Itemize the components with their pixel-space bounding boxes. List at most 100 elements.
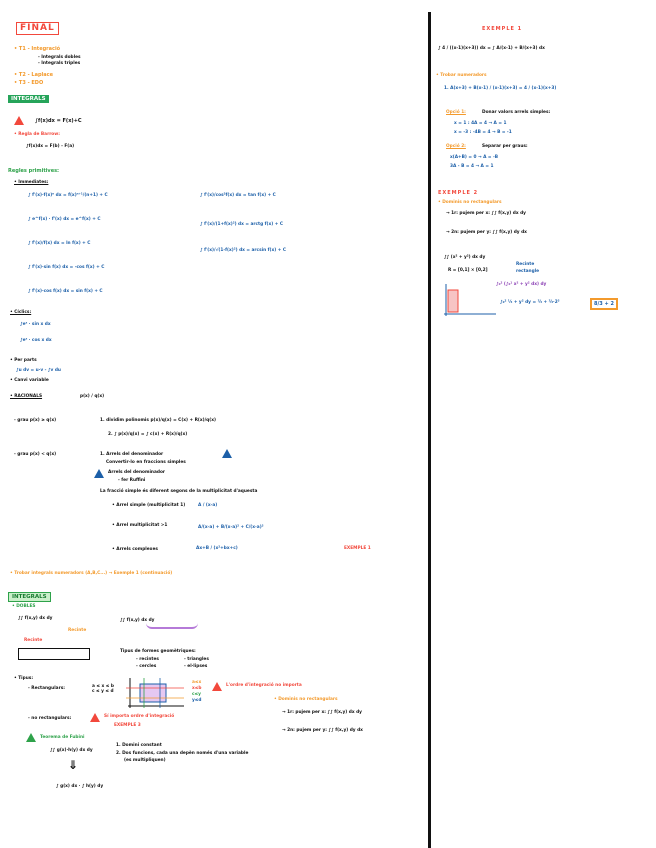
- dobles-formula-2: ∫∫ f(x,y) dx dy: [120, 618, 155, 623]
- warning-green-icon: [26, 733, 36, 742]
- toc-t1: • T1 - Integració: [14, 46, 61, 52]
- warning-icon: [14, 116, 24, 125]
- exemple2-integral: ∫∫ (x² + y²) dx dy: [444, 255, 486, 260]
- opcio1-a: x = 1 : 4A = 4 → A = 1: [454, 121, 507, 126]
- grau-less-step1b: Convertir-lo en fraccions simples: [106, 460, 186, 465]
- exemple2-title: EXEMPLE 2: [438, 190, 479, 196]
- exemple2-region: R = [0,1] × [0,2]: [448, 268, 488, 273]
- fraccio-text: La fracció simple és diferent segons de …: [100, 489, 258, 494]
- ciclic-1: ∫eˣ · sin x dx: [20, 322, 51, 327]
- racionals-title: • RACIONALS: [10, 394, 43, 399]
- toc-t2: • T2 - Laplace: [14, 72, 53, 78]
- tipus-item-2: - triangles: [184, 657, 209, 662]
- range-label-2: x≤b: [192, 686, 202, 691]
- canvi-title: • Canvi variable: [10, 378, 49, 383]
- warning-icon-order: [212, 682, 222, 691]
- column-divider: [428, 12, 431, 848]
- primitive-right-2: ∫ f'(x)/(1+f(x)²) dx = arctg f(x) + C: [200, 222, 283, 227]
- fubini-result: ∫ g(x) dx · ∫ h(y) dy: [56, 784, 104, 789]
- parts-title: • Per parts: [10, 358, 37, 363]
- opcio2-label: Opció 2:: [446, 144, 466, 149]
- tipus-item-4: - el·lipses: [184, 664, 208, 669]
- arrel-simple-ex: A / (x-a): [198, 503, 218, 508]
- opcio2-a: x(A+B) = 0 → A = -B: [450, 155, 499, 160]
- primitives-title: Regles primitives:: [8, 168, 60, 174]
- recinte-box: [18, 648, 90, 660]
- exemple1-equation: ∫ 4 / ((x-1)(x+3)) dx = ∫ A/(x-1) + B/(x…: [438, 46, 545, 51]
- fubini-title: Teorema de Fubini: [40, 735, 85, 740]
- integral-definition: ∫f(x)dx = F(x)+C: [35, 118, 82, 124]
- purple-underline: [146, 619, 198, 629]
- arrel-multiple: • Arrel multiplicitat >1: [112, 523, 168, 528]
- grau-less: - grau p(x) < q(x): [14, 452, 57, 457]
- exemple2-line2: → 2n: pujem per y: ∫∫ f(x,y) dy dx: [446, 230, 527, 235]
- arrel-multiple-ex: A/(x-a) + B/(x-a)² + C/(x-a)³: [198, 525, 264, 530]
- final-title: FINAL: [16, 22, 59, 35]
- arrel-simple: • Arrel simple (multiplicitat 1): [112, 503, 186, 508]
- exemple1-ref: EXEMPLE 1: [344, 546, 371, 551]
- fubini-formula: ∫∫ g(x)·h(y) dx dy: [50, 748, 93, 753]
- domini-line1: → 1r: pujem per x: ∫∫ f(x,y) dx dy: [282, 710, 362, 715]
- arrel-complexes-ex: Ax+B / (x²+bx+c): [196, 546, 238, 551]
- parts-formula: ∫u dv = u·v - ∫v du: [16, 368, 61, 373]
- dobles-tag: INTEGRALS: [8, 592, 51, 602]
- arrel-complexes: • Arrels complexes: [112, 547, 158, 552]
- tipus-label: • Tipus:: [14, 676, 34, 681]
- range-label-3: c≤y: [192, 692, 201, 697]
- exemple1-step1: 1. A(x+3) + B(x-1) / (x-1)(x+3) = 4 / (x…: [444, 86, 557, 91]
- range-label-4: y≤d: [192, 698, 202, 703]
- exemple3-ref: EXEMPLE 3: [114, 723, 141, 728]
- warning-icon-norect: [90, 713, 100, 722]
- range-label-1: a≤x: [192, 680, 202, 685]
- exemple2-calc1: ∫₀² (∫₀¹ x² + y² dx) dy: [496, 282, 547, 287]
- exemple2-region-note2: rectangle: [516, 269, 540, 274]
- primitive-right-1: ∫ f'(x)/cos²f(x) dx = tan f(x) + C: [200, 193, 276, 198]
- opcio2-text: Separar per graus:: [482, 144, 528, 149]
- opcio1-b: x = -3 : -4B = 4 → B = -1: [454, 130, 512, 135]
- dobles-recinte-label: Recinte: [68, 628, 87, 633]
- fubini-1: 1. Domini constant: [116, 743, 162, 748]
- ciclic-2: ∫eˣ · cos x dx: [20, 338, 52, 343]
- dobles-formula: ∫∫ f(x,y) dx dy: [18, 616, 53, 621]
- domini-title: • Dominis no rectangulars: [274, 697, 338, 702]
- ordre-note: L'ordre d'integració no importa: [226, 683, 302, 688]
- toc-t3: • T3 - EDO: [14, 80, 44, 86]
- arrels-sub: - fer Ruffini: [118, 478, 146, 483]
- warning-blue-icon: [222, 449, 232, 458]
- grau-less-step1: 1. Arrels del denominador: [100, 452, 164, 457]
- fubini-2: 2. Dos funcions, cada una depèn només d'…: [116, 751, 249, 756]
- opcio1-label: Opció 1:: [446, 110, 466, 115]
- integrals-tag: INTEGRALS: [8, 95, 49, 103]
- toc-t1-sub1: - Integrals dobles: [38, 55, 81, 60]
- barrow-formula: ∫f(x)dx = F(b) - F(a): [26, 144, 75, 149]
- rect-domain-graph: [126, 678, 184, 708]
- grau-greater: - grau p(x) ≥ q(x): [14, 418, 57, 423]
- grau-greater-step2: 2. ∫ p(x)/q(x) = ∫ c(x) + R(x)/q(x): [108, 432, 188, 437]
- primitive-right-3: ∫ f'(x)/√(1-f(x)²) dx = arcsin f(x) + C: [200, 248, 286, 253]
- opcio1-text: Donar valors arrels simples:: [482, 110, 551, 115]
- implies-arrow: ⇓: [68, 758, 79, 772]
- exemple1-trobar: • Trobar numeradors: [436, 73, 487, 78]
- barrow-title: • Regla de Barrow:: [14, 132, 60, 137]
- opcio2-b: 3A - B = 4 → A = 1: [450, 164, 494, 169]
- fubini-2b: (es multipliquen): [124, 758, 166, 763]
- rect-ranges: a ≤ x ≤ b c ≤ y ≤ d: [92, 684, 114, 694]
- exemple2-region-note1: Recinte: [516, 262, 535, 267]
- dobles-title: • DOBLES: [12, 604, 36, 609]
- arrels-title: Arrels del denominador: [108, 470, 166, 475]
- primitive-left-4: ∫ f'(x)·sin f(x) dx = -cos f(x) + C: [28, 265, 105, 270]
- exemple2-graph: [444, 284, 496, 316]
- ciclics-title: • Cíclics:: [10, 310, 32, 315]
- primitive-left-3: ∫ f'(x)/f(x) dx = ln f(x) + C: [28, 241, 91, 246]
- rectangulars-label: - Rectangulars:: [28, 686, 65, 691]
- dobles-recinte: Recinte: [24, 638, 43, 643]
- grau-greater-step1: 1. dividim polinomis p(x)/q(x) = C(x) + …: [100, 418, 216, 423]
- warning-blue-icon-2: [94, 469, 104, 478]
- primitive-left-5: ∫ f'(x)·cos f(x) dx = sin f(x) + C: [28, 289, 103, 294]
- no-rect-note: Sí importa ordre d'integració: [104, 714, 175, 719]
- exemple2-result: 8/3 + 2: [590, 298, 618, 310]
- immediates-title: • Immediates:: [14, 180, 49, 185]
- primitive-left-2: ∫ e^f(x) · f'(x) dx = e^f(x) + C: [28, 217, 101, 222]
- exemple2-calc2: ∫₀² ⅓ + y² dy = ⅔ + ⅔·2³: [500, 300, 560, 305]
